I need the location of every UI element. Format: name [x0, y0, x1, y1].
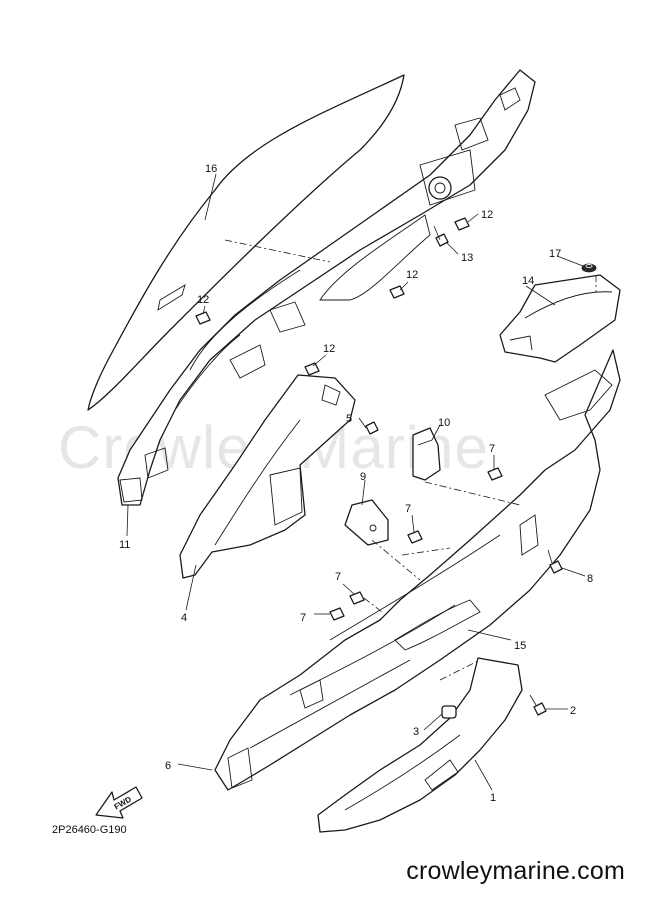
- callout-numbers: 1 2 3 4 5 6 7 7 7 7 8 9 10 11 12 12 12 1…: [119, 163, 593, 804]
- callout-15: 15: [514, 640, 526, 652]
- callout-14: 14: [522, 275, 534, 287]
- part-14-rear-cover: [499, 274, 621, 363]
- nut-12-c: [195, 311, 211, 325]
- part-1-lower-cover: [317, 657, 523, 833]
- callout-7-b: 7: [405, 503, 411, 515]
- callout-12-b: 12: [406, 269, 418, 281]
- callout-7-c: 7: [335, 571, 341, 583]
- callout-7-d: 7: [300, 612, 306, 624]
- part-17-grommet: [581, 263, 597, 273]
- part-3-damper: [441, 705, 457, 719]
- callout-10: 10: [438, 417, 450, 429]
- callout-8: 8: [587, 573, 593, 585]
- fwd-arrow-icon: FWD: [95, 786, 143, 819]
- site-url: crowleymarine.com: [406, 857, 625, 885]
- callout-6: 6: [165, 760, 171, 772]
- callout-12-c: 12: [197, 294, 209, 306]
- part-15-main-cover: [214, 349, 621, 791]
- fasteners: [195, 217, 563, 716]
- callout-7-a: 7: [489, 443, 495, 455]
- part-4-side-cover: [179, 374, 356, 579]
- leader-lines: [126, 173, 586, 791]
- part-9-bracket: [344, 499, 389, 546]
- part-11-frame-guide: [117, 69, 536, 506]
- callout-4: 4: [181, 612, 187, 624]
- drawing-code: 2P26460-G190: [52, 824, 127, 836]
- assembly-lines: [224, 239, 597, 681]
- part-16-seat-film: [87, 74, 405, 411]
- part-10-bracket: [412, 427, 441, 481]
- callout-17: 17: [549, 248, 561, 260]
- callout-11: 11: [119, 539, 130, 551]
- callout-1: 1: [490, 792, 496, 804]
- nut-12-a: [454, 217, 470, 231]
- callout-12-d: 12: [323, 343, 335, 355]
- callout-2: 2: [570, 705, 576, 717]
- callout-9: 9: [360, 471, 366, 483]
- nut-12-d: [304, 362, 320, 376]
- callout-16: 16: [205, 163, 217, 175]
- callout-3: 3: [413, 726, 419, 738]
- callout-12-a: 12: [481, 209, 493, 221]
- callout-13: 13: [461, 252, 473, 264]
- callout-5: 5: [346, 413, 352, 425]
